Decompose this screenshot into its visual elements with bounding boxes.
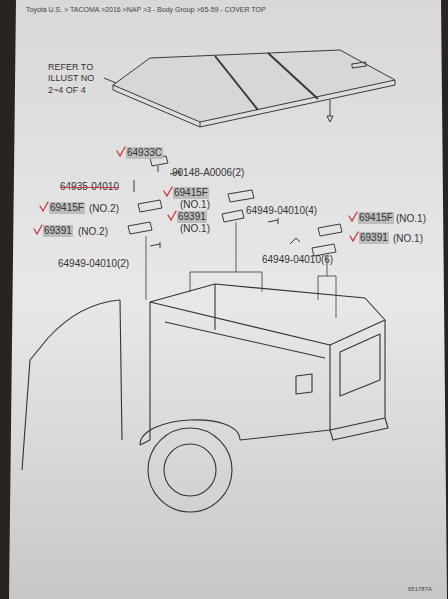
part-number: 64949-04010(4) — [246, 205, 317, 217]
part-number: 69391 — [43, 225, 73, 237]
part-number: 64935-04010 — [60, 181, 119, 193]
part-number: 90148-A0006(2) — [172, 167, 244, 179]
small-parts — [128, 156, 342, 256]
part-number: 64949-04010(6) — [262, 254, 333, 266]
part-qualifier: (NO.1) — [396, 213, 426, 225]
truck-outline — [22, 284, 388, 512]
part-qualifier: (NO.1) — [180, 199, 210, 211]
part-number: 64933C — [126, 147, 163, 159]
paper-sheet — [9, 0, 447, 599]
part-qualifier: (NO.1) — [393, 233, 423, 245]
leader-lines — [146, 222, 336, 318]
part-qualifier: (NO.2) — [78, 226, 108, 238]
part-number: 64949-04010(2) — [58, 258, 129, 270]
breadcrumb-title: Toyota U.S. > TACOMA >2016 >NAP >3 - Bod… — [26, 6, 266, 14]
part-qualifier: (NO.2) — [89, 203, 119, 215]
part-number: 69391 — [359, 232, 389, 244]
drawing-number: 651787A — [408, 586, 432, 593]
part-number: 69391 — [177, 211, 207, 223]
part-number: 69415F — [173, 187, 209, 199]
reference-note: REFER TO ILLUST NO 2~4 OF 4 — [48, 62, 98, 96]
part-number: 69415F — [49, 202, 85, 214]
part-qualifier: (NO.1) — [180, 223, 210, 235]
cover-top — [104, 50, 395, 127]
part-number: 69415F — [358, 212, 394, 224]
check-marks — [34, 147, 358, 241]
